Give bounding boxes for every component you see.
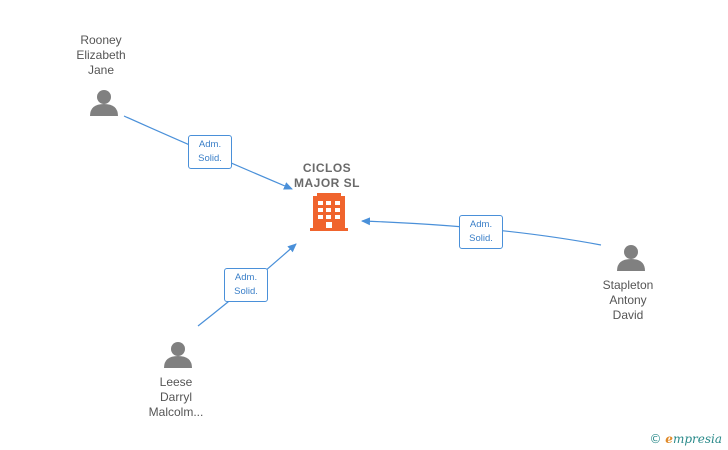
relation-role-detail: Solid. [469,233,493,244]
person-name-line: Rooney [80,33,122,47]
person-name-line: Darryl [160,390,192,404]
brand-name: mpresia [672,432,722,446]
copyright-symbol: © [649,432,662,446]
relation-role-detail: Solid. [198,153,222,164]
relation-role: Adm. [198,139,222,150]
relation-badge-stapleton[interactable]: Adm. Solid. [459,215,503,249]
person-icon[interactable] [90,90,118,116]
person-name-line: Stapleton [602,278,654,292]
company-name-line-2: MAJOR SL [293,176,360,190]
brand-initial: e [665,432,673,446]
building-icon[interactable] [310,193,348,231]
person-label-leese[interactable]: Leese Darryl Malcolm... [121,375,231,420]
person-name-line: Jane [87,63,115,77]
relation-role-detail: Solid. [234,286,258,297]
relation-role: Adm. [234,272,258,283]
person-name-line: David [612,308,644,322]
person-name-line: Elizabeth [76,48,126,62]
relation-role: Adm. [469,219,493,230]
person-icon[interactable] [164,342,192,368]
person-name-line: Malcolm... [148,405,204,419]
relation-badge-rooney[interactable]: Adm. Solid. [188,135,232,169]
company-name-line-1: CICLOS [302,161,352,175]
company-name[interactable]: CICLOS MAJOR SL [267,161,387,191]
empresia-logo[interactable]: © empresia [649,432,722,446]
person-label-rooney[interactable]: Rooney Elizabeth Jane [46,33,156,78]
person-name-line: Leese [159,375,193,389]
person-icon[interactable] [617,245,645,271]
person-name-line: Antony [609,293,647,307]
person-label-stapleton[interactable]: Stapleton Antony David [573,278,683,323]
relation-badge-leese[interactable]: Adm. Solid. [224,268,268,302]
